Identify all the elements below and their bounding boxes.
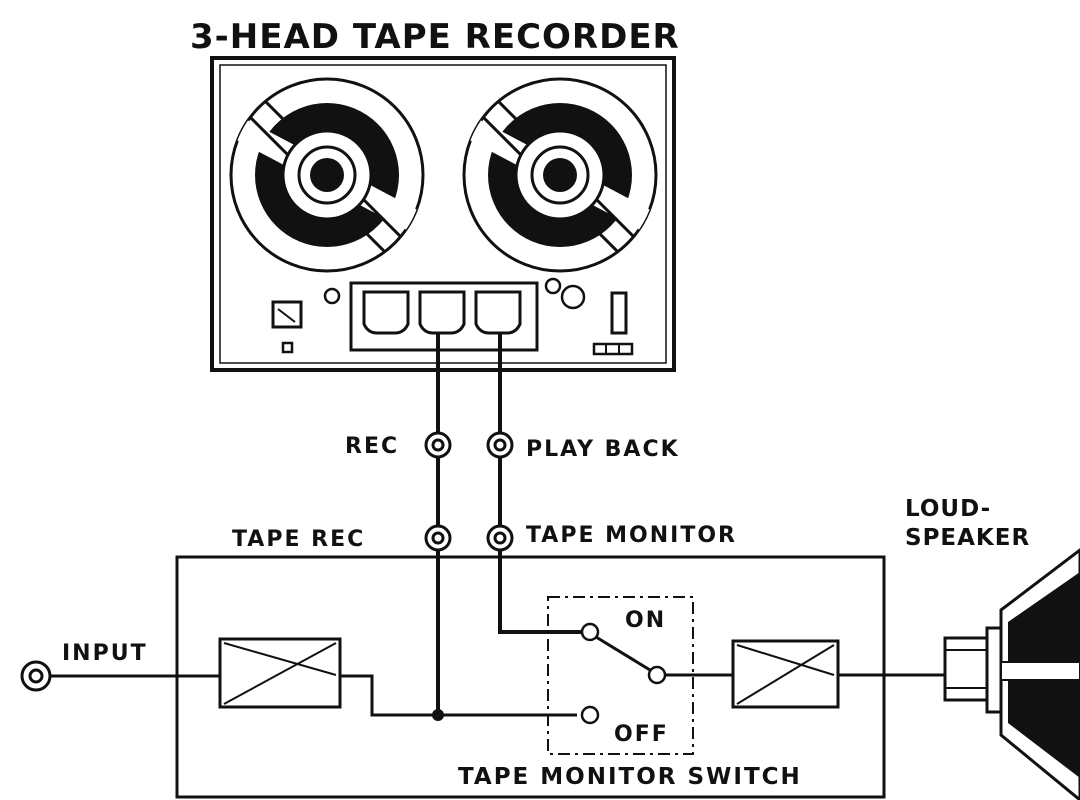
head-block bbox=[349, 281, 539, 352]
input-amplifier bbox=[218, 637, 342, 709]
tape-rec-label: TAPE REC bbox=[232, 527, 365, 552]
tape-monitor-jack-icon bbox=[486, 524, 514, 552]
rec-jack-icon bbox=[424, 431, 452, 459]
left-reel-icon bbox=[229, 77, 425, 273]
input-jack-icon bbox=[20, 660, 52, 692]
play-back-label: PLAY BACK bbox=[526, 437, 680, 462]
tape-monitor-label: TAPE MONITOR bbox=[526, 523, 737, 548]
amplifier-chassis bbox=[175, 555, 886, 799]
level-meter-icon bbox=[271, 300, 303, 329]
loudspeaker-icon bbox=[943, 548, 1080, 800]
tape-monitor-switch bbox=[547, 596, 694, 755]
rec-label: REC bbox=[345, 434, 399, 459]
play-back-jack-icon bbox=[486, 431, 514, 459]
tape-rec-jack-icon bbox=[424, 524, 452, 552]
speaker-label-line1: LOUD- bbox=[905, 496, 991, 522]
recorder-title: 3-HEAD TAPE RECORDER bbox=[190, 17, 680, 57]
output-amplifier bbox=[731, 639, 840, 709]
switch-caption: TAPE MONITOR SWITCH bbox=[458, 764, 802, 790]
switch-off-label: OFF bbox=[614, 722, 669, 747]
input-label: INPUT bbox=[62, 641, 148, 666]
counter-icon bbox=[592, 342, 634, 356]
junction-dot bbox=[432, 709, 444, 721]
right-reel-icon bbox=[462, 77, 658, 273]
speaker-label-line2: SPEAKER bbox=[905, 525, 1030, 551]
small-indicator-icon bbox=[281, 341, 294, 354]
slider-icon bbox=[610, 291, 628, 335]
switch-on-label: ON bbox=[625, 608, 666, 633]
tape-recorder bbox=[210, 56, 676, 372]
